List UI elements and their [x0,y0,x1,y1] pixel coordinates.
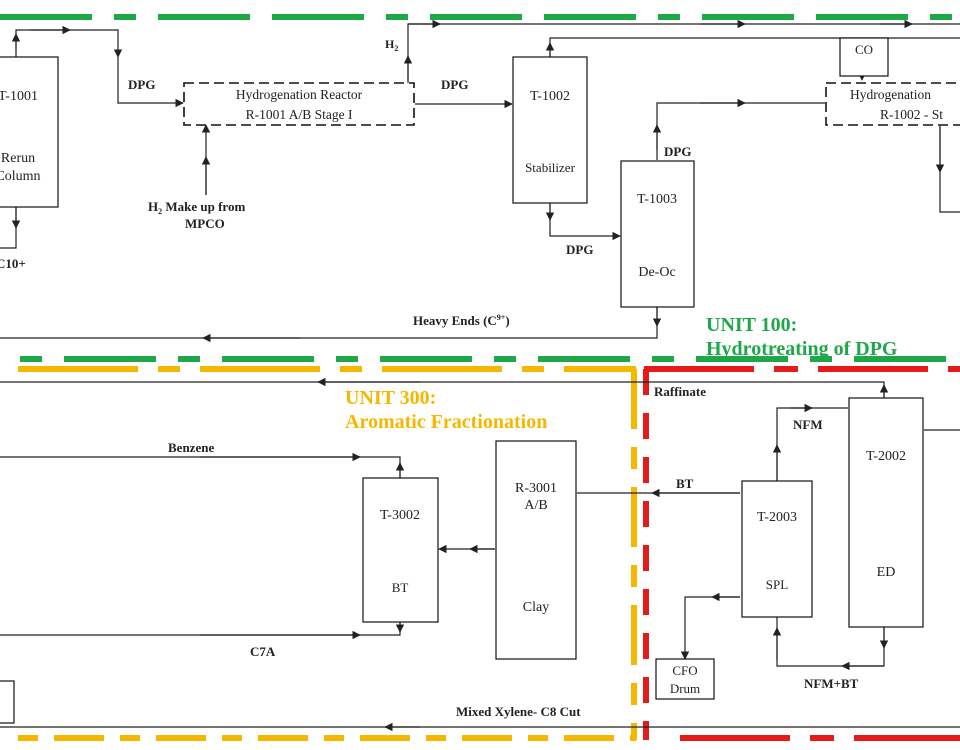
stream-labels: DPG DPG DPG DPG H2 C10+ H2 Make up from … [0,37,859,719]
unit100-title: UNIT 100: [706,314,797,336]
equipment-t2002[interactable]: T-2002 ED [848,397,924,628]
line-t1001-overhead [15,29,123,58]
line-c7a [0,622,401,636]
label-heavy-ends: Heavy Ends (C9+) [413,313,510,328]
line-spl-to-cfo [680,596,740,660]
label-dpg-4: DPG [664,144,691,159]
line-t1002-bottoms [549,203,621,241]
line-t1001-bottom [0,207,17,249]
r3001-id1: R-3001 [515,481,557,496]
r1001-line2: R-1001 A/B Stage I [246,107,353,122]
label-c7a: C7A [250,644,276,659]
equipment-t1003[interactable]: T-1003 De-Oc [620,160,695,308]
t2003-name: SPL [766,577,788,592]
partial-box-left [0,680,15,724]
t3002-name: BT [392,580,409,595]
r1002-line2: R-1002 - St [880,107,943,122]
line-t1002-overhead [549,37,960,57]
equipment-cfo-drum[interactable]: CFO Drum [655,658,715,700]
t1001-name2: Column [0,169,41,184]
equipment-r1002[interactable]: Hydrogenation R-1002 - St [825,82,960,126]
unit100-subtitle: Hydrotreating of DPG [706,338,898,360]
unit-titles: UNIT 100: Hydrotreating of DPG UNIT 300:… [345,314,898,433]
label-dpg-1: DPG [128,77,155,92]
label-raffinate: Raffinate [654,384,706,399]
cfo-line1: CFO [672,663,697,678]
t1002-id: T-1002 [530,89,570,104]
process-lines [0,19,960,732]
equipment-t1001[interactable]: T-1001 Rerun Column [0,56,59,208]
t1001-name1: Rerun [1,151,35,166]
t2003-id: T-2003 [757,510,797,525]
equipment-r3001[interactable]: R-3001 A/B Clay [495,440,577,660]
equipment-t3002[interactable]: T-3002 BT [362,477,439,623]
label-dpg-3: DPG [566,242,593,257]
line-raffinate [0,381,885,398]
label-bt: BT [676,476,694,491]
label-nfm: NFM [793,417,823,432]
line-benzene [0,456,401,478]
t3002-id: T-3002 [380,508,420,523]
equipment-t1002[interactable]: T-1002 Stabilizer [512,56,588,204]
r1001-line1: Hydrogenation Reactor [236,87,363,102]
unit-boundaries [0,14,960,741]
unit300-subtitle: Aromatic Fractionation [345,411,547,433]
r3001-id2: A/B [524,498,547,513]
label-dpg-2: DPG [441,77,468,92]
label-c10: C10+ [0,256,26,271]
equipment-r1001[interactable]: Hydrogenation Reactor R-1001 A/B Stage I [183,82,415,126]
co-label: CO [855,42,873,57]
t1003-id: T-1003 [637,192,677,207]
line-dpg1-to-reactor [117,57,184,108]
r1002-line1: Hydrogenation [850,87,931,102]
label-mpco: MPCO [185,216,225,231]
t1002-name: Stabilizer [525,160,575,175]
line-heavy-ends [0,307,658,339]
equipment-co[interactable]: CO [839,37,889,77]
t2002-id: T-2002 [866,449,906,464]
label-h2: H2 [385,37,398,53]
t2002-name: ED [877,565,896,580]
label-h2-makeup: H2 Make up from [148,199,245,216]
equipment-t2003[interactable]: T-2003 SPL [741,480,813,618]
r3001-name: Clay [523,600,549,615]
cfo-line2: Drum [670,681,700,696]
label-nfm-bt: NFM+BT [804,676,859,691]
unit300-title: UNIT 300: [345,387,436,409]
line-r1002-down [939,126,960,213]
t1003-name: De-Oc [638,265,675,280]
t1001-id: T-1001 [0,89,38,104]
label-mixed-xylene: Mixed Xylene- C8 Cut [456,704,581,719]
label-benzene: Benzene [168,440,214,455]
